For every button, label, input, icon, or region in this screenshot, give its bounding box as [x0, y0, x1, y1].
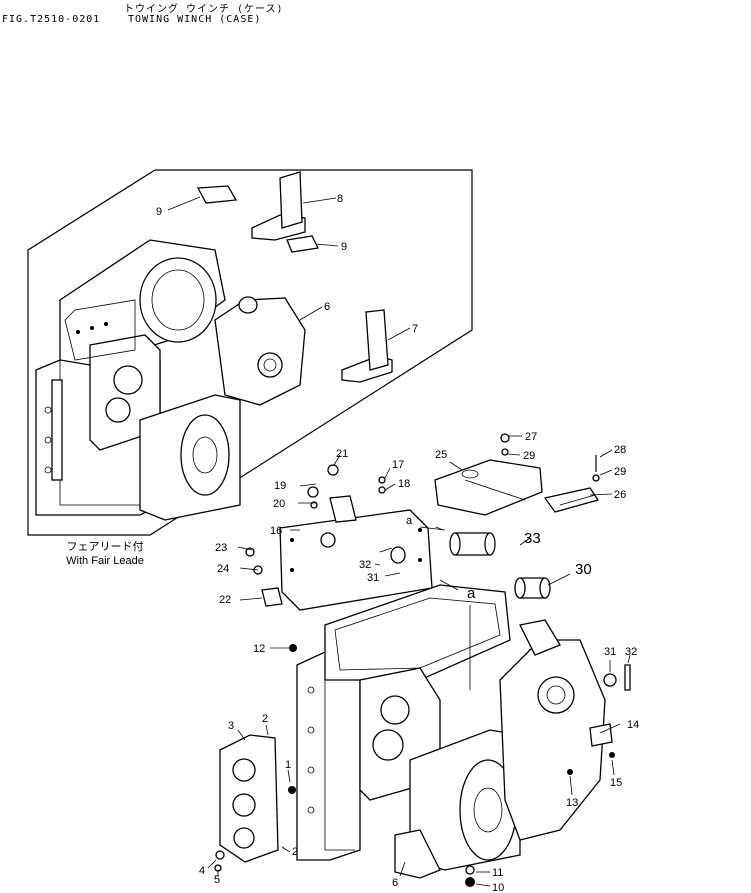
callout-labels: 9 8 9 6 7 27 29 25 28 29 26 21 17 18 19 … [156, 193, 639, 893]
callout-32-left: 32 [359, 559, 371, 571]
inset-caption: フェアリード付 With Fair Leade [30, 540, 180, 568]
callout-8: 8 [337, 193, 343, 205]
callout-a-lower: a [467, 585, 476, 602]
inset-cover-part-6 [214, 296, 306, 406]
main-leaders [207, 435, 631, 887]
callout-7: 7 [412, 323, 418, 335]
roller-30 [514, 577, 551, 599]
bracket-26 [543, 487, 600, 513]
callout-6-main: 6 [392, 877, 398, 889]
main-housing [296, 584, 606, 879]
inset-housing [35, 239, 241, 521]
callout-9-inset-left: 9 [156, 206, 162, 218]
callout-2-upper: 2 [262, 713, 268, 725]
inset-frame [27, 169, 473, 536]
cover-plate-16 [279, 509, 433, 611]
inset-caption-jp: フェアリード付 [66, 541, 144, 553]
callout-6-inset: 6 [324, 301, 330, 313]
callout-31-right: 31 [604, 646, 616, 658]
callout-1: 1 [285, 759, 291, 771]
inset-caption-en: With Fair Leade [66, 555, 144, 567]
callout-16: 16 [270, 525, 282, 537]
callout-25: 25 [435, 449, 447, 461]
callout-20: 20 [273, 498, 285, 510]
callout-13: 13 [566, 797, 578, 809]
callout-33: 33 [524, 530, 541, 547]
callout-11: 11 [492, 867, 503, 879]
callout-2-lower: 2 [292, 846, 298, 858]
callout-15: 15 [610, 777, 622, 789]
callout-9-inset-right: 9 [341, 241, 347, 253]
callout-5: 5 [214, 874, 220, 886]
callout-19: 19 [274, 480, 286, 492]
callout-12: 12 [253, 643, 265, 655]
inset-brackets [196, 171, 393, 383]
callout-14: 14 [627, 719, 639, 731]
callout-17: 17 [392, 459, 404, 471]
callout-18: 18 [398, 478, 410, 490]
callout-30: 30 [575, 561, 592, 578]
callout-27: 27 [525, 431, 537, 443]
inset-leaders [167, 196, 411, 341]
hardware-bolts [214, 433, 631, 887]
callout-23: 23 [215, 542, 227, 554]
callout-a-upper: a [406, 515, 413, 527]
callout-21: 21 [336, 448, 348, 460]
callout-28: 28 [614, 444, 626, 456]
hatch-cover-25 [434, 459, 543, 516]
roller-33 [449, 532, 496, 556]
callout-3: 3 [228, 720, 234, 732]
callout-4: 4 [199, 865, 205, 877]
callout-22: 22 [219, 594, 231, 606]
callout-10: 10 [492, 882, 504, 893]
figure-number: FIG.T2510-0201 [2, 14, 101, 25]
header-jp-title: トウイング ウインチ (ケース) [124, 4, 284, 15]
side-cover-3 [219, 734, 279, 863]
header-en-title: TOWING WINCH (CASE) [128, 14, 262, 25]
callout-29-upper: 29 [523, 450, 535, 462]
callout-29-right: 29 [614, 466, 626, 478]
callout-31-left: 31 [367, 572, 379, 584]
callout-24: 24 [217, 563, 229, 575]
callout-26: 26 [614, 489, 626, 501]
callout-32-right: 32 [625, 646, 637, 658]
